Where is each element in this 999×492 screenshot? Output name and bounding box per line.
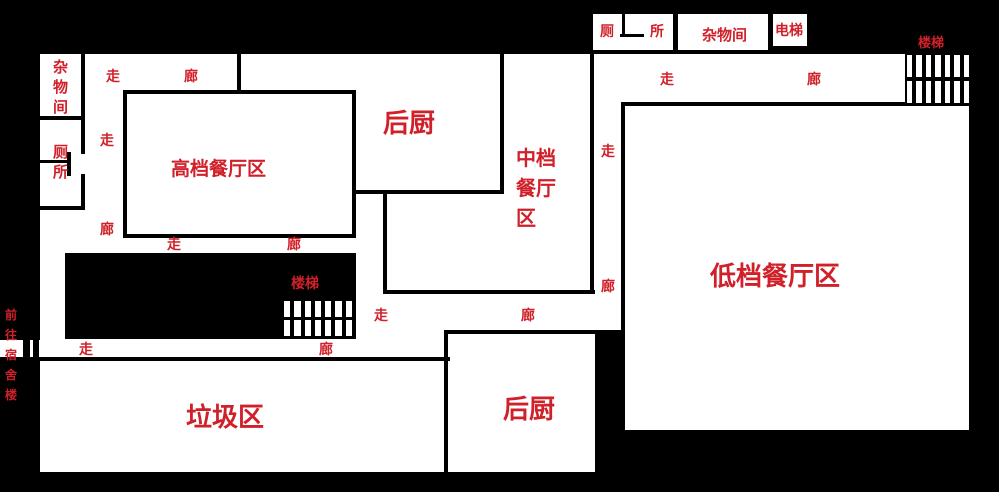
stairs-right-upper — [907, 55, 969, 77]
wall — [237, 54, 241, 92]
stairs-center-lower — [284, 320, 352, 336]
label-premium-dining: 高档餐厅区 — [171, 158, 267, 180]
stairs-exit — [23, 340, 39, 357]
label-kitchen-top: 后厨 — [383, 109, 436, 139]
wall — [500, 54, 504, 194]
room-storage-top — [678, 14, 768, 50]
wall — [81, 174, 85, 210]
wall — [67, 152, 71, 176]
label-elevator: 电梯 — [775, 23, 803, 39]
wall — [593, 50, 621, 54]
corridor-label: 廊 — [521, 308, 535, 324]
label-mid-dining: 中档餐厅区 — [516, 146, 556, 230]
wall — [40, 116, 84, 120]
label-toilet-top-left: 厕 — [600, 24, 614, 40]
corridor-label: 廊 — [184, 69, 198, 85]
wall — [81, 54, 85, 154]
corridor-label: 走 — [167, 237, 181, 253]
wall — [40, 160, 70, 163]
room-low-dining — [625, 106, 969, 430]
corridor-label: 走 — [100, 133, 114, 149]
label-exit-dorm[interactable]: 前往宿舍楼 — [5, 308, 18, 402]
wall — [621, 102, 971, 106]
label-storage-top: 杂物间 — [702, 26, 748, 44]
label-stairs-center: 楼梯 — [291, 276, 319, 292]
corridor-label: 廊 — [100, 222, 114, 238]
corridor-label: 走 — [106, 69, 120, 85]
corridor-label: 廊 — [601, 279, 615, 295]
corridor-label: 廊 — [287, 237, 301, 253]
label-low-dining: 低档餐厅区 — [710, 262, 841, 292]
room-toilet-top — [593, 14, 673, 50]
label-kitchen-bottom: 后厨 — [503, 395, 556, 425]
exit-strip — [0, 340, 40, 357]
stairs-right-lower — [907, 81, 969, 103]
wall — [444, 330, 448, 472]
floor-gap — [623, 430, 999, 492]
corridor-label: 走 — [79, 342, 93, 358]
wall — [621, 102, 625, 472]
floor-right-strip — [595, 54, 623, 334]
label-storage-left: 杂物间 — [53, 58, 69, 116]
room-elevator — [773, 14, 807, 46]
corridor-label: 走 — [601, 144, 615, 160]
corridor-label: 走 — [374, 308, 388, 324]
label-garbage: 垃圾区 — [186, 403, 265, 433]
wall — [383, 192, 387, 294]
label-toilet-left: 厕所 — [53, 143, 69, 181]
corridor-label: 廊 — [319, 342, 333, 358]
wall — [40, 357, 450, 361]
corridor-label: 走 — [660, 72, 674, 88]
corridor-label: 廊 — [807, 72, 821, 88]
room-premium-dining — [127, 94, 352, 234]
label-toilet-top-right: 所 — [650, 24, 664, 40]
wall — [620, 34, 644, 37]
wall — [643, 50, 675, 54]
label-stairs-right: 楼梯 — [918, 36, 945, 51]
wall — [352, 190, 504, 194]
wall — [40, 206, 85, 210]
wall — [444, 330, 624, 334]
wall — [590, 54, 594, 294]
wall — [383, 290, 595, 294]
wall — [622, 14, 625, 36]
stairs-center-upper — [284, 301, 352, 317]
